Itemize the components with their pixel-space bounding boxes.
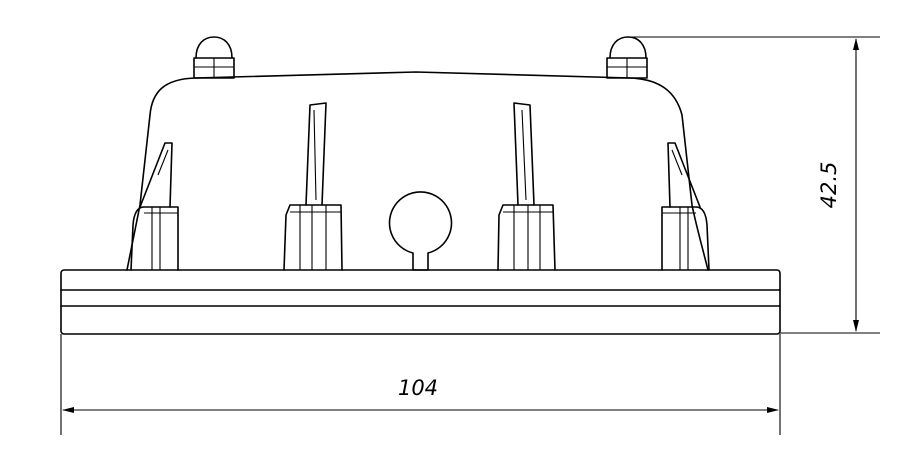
nut-right [606,36,648,79]
height-dimension: 42.5 [628,36,880,334]
width-dimension: 104 [60,334,781,435]
clip-left-outer [130,142,179,271]
clip-right-outer [661,142,710,271]
housing-outline [126,71,709,271]
center-keyhole [388,191,453,271]
width-dimension-label: 104 [398,376,438,400]
height-dimension-label: 42.5 [817,162,841,209]
clip-left-inner [283,102,343,271]
base-plate [60,269,781,335]
nut-left [193,36,235,79]
clip-right-inner [497,102,556,271]
